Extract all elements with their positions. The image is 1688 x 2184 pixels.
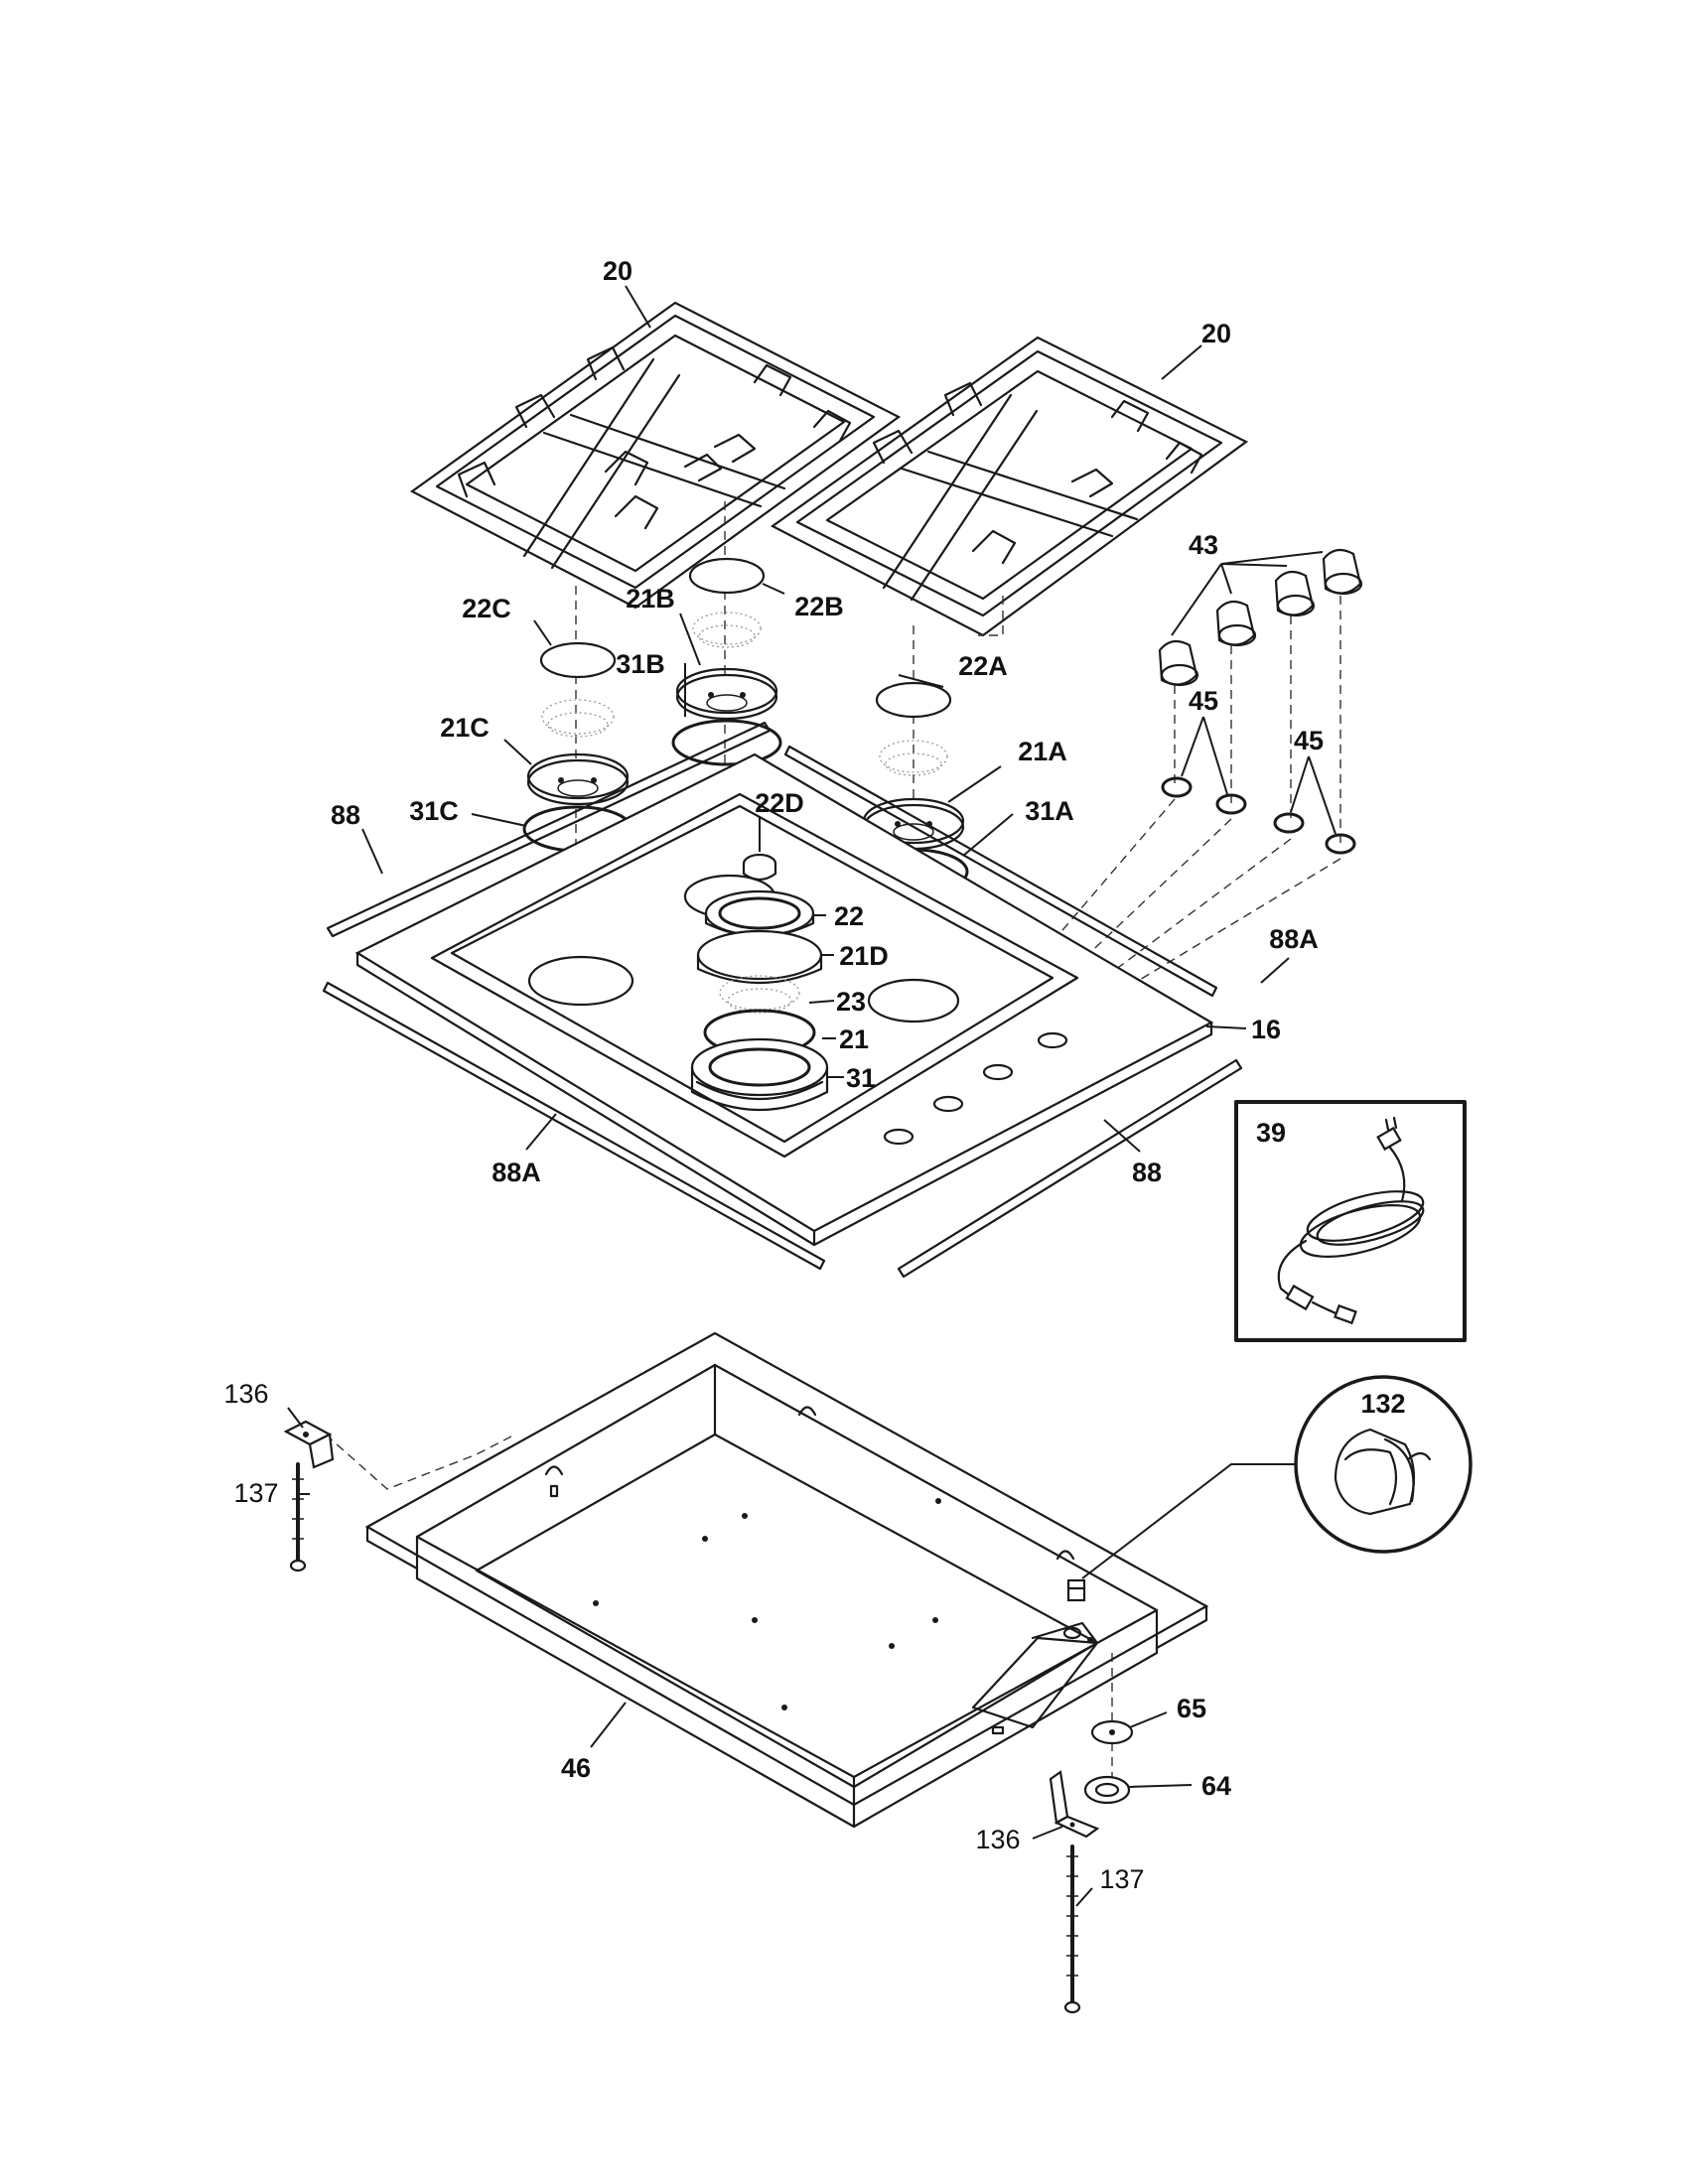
screw-137-bottom (1063, 1844, 1081, 2014)
knob-1 (1158, 639, 1199, 687)
label-23: 23 (836, 987, 866, 1017)
label-88-bottom: 88 (1132, 1158, 1162, 1187)
label-137-bottom: 137 (1099, 1864, 1144, 1894)
label-22: 22 (834, 901, 864, 931)
label-46: 46 (561, 1753, 591, 1783)
label-31: 31 (846, 1063, 876, 1093)
burner-rear-center (671, 557, 782, 766)
label-65: 65 (1177, 1694, 1206, 1723)
burner-center-large (690, 853, 829, 1111)
orifice-plate-65 (1090, 1719, 1134, 1745)
leader-lines (287, 285, 1290, 1907)
part-labels: 20 20 22C 21B 22B 31B 22A 21C 21A 31C 22… (223, 256, 1405, 1894)
label-31b: 31B (616, 649, 665, 679)
label-21a: 21A (1018, 737, 1067, 766)
label-grate-right: 20 (1201, 319, 1231, 348)
label-45-left: 45 (1189, 686, 1218, 716)
label-22c: 22C (462, 594, 511, 623)
label-136-top: 136 (223, 1379, 268, 1409)
label-grate-left: 20 (603, 256, 633, 286)
grate-left (409, 301, 902, 610)
gasket-64 (1083, 1775, 1131, 1805)
label-31a: 31A (1025, 796, 1074, 826)
burner-box (364, 1331, 1209, 1829)
label-137-top: 137 (233, 1478, 278, 1508)
label-21d: 21D (839, 941, 889, 971)
burner-left (522, 641, 633, 853)
label-88-top: 88 (331, 800, 360, 830)
label-64: 64 (1201, 1771, 1231, 1801)
label-21: 21 (839, 1024, 869, 1054)
label-16: 16 (1251, 1015, 1281, 1044)
label-88a-bottom: 88A (492, 1158, 541, 1187)
knobs (1158, 548, 1363, 687)
screw-137-top (289, 1462, 307, 1572)
label-43: 43 (1189, 530, 1218, 560)
power-cord-icon (1277, 1116, 1425, 1325)
cooktop-panel (354, 752, 1214, 1247)
grate-right (770, 336, 1249, 637)
regulator-fitting (1066, 1578, 1086, 1602)
label-31c: 31C (409, 796, 459, 826)
knob-2 (1215, 600, 1257, 647)
label-22d: 22D (755, 788, 804, 818)
label-136-bottom: 136 (975, 1825, 1020, 1854)
bracket-136-top (283, 1420, 335, 1469)
label-21c: 21C (440, 713, 490, 743)
label-22b: 22B (794, 592, 844, 621)
label-45-right: 45 (1294, 726, 1324, 755)
knob-3 (1274, 570, 1316, 617)
label-88a-right: 88A (1269, 924, 1319, 954)
label-39: 39 (1256, 1118, 1286, 1148)
label-22a: 22A (958, 651, 1008, 681)
label-21b: 21B (626, 584, 675, 614)
power-cord-box (1234, 1100, 1467, 1342)
regulator-icon (1334, 1428, 1432, 1516)
knob-4 (1322, 548, 1363, 596)
bracket-136-bottom (1049, 1770, 1100, 1839)
label-132: 132 (1360, 1389, 1405, 1419)
knob-seals (1161, 776, 1356, 855)
trim-strips (322, 721, 1243, 1279)
